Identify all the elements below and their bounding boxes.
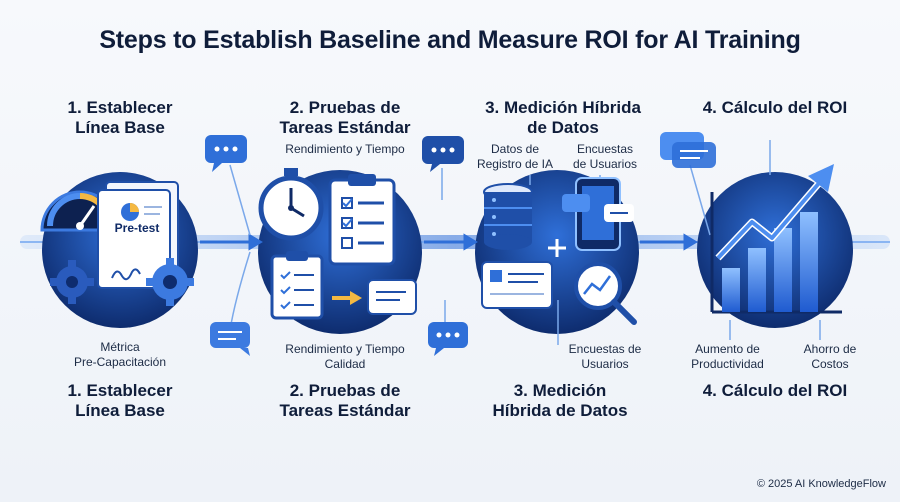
step-3-bottom-caption: Encuestas de Usuarios [555,342,655,372]
step-4-bottom-caption-right: Ahorro de Costos [785,342,875,372]
arrow-right-icon [332,291,362,305]
arrow-1-2 [200,233,263,251]
step-1-top-heading-line-1: 1. Establecer [67,98,173,117]
step-1-bottom-heading-line-2: Línea Base [75,401,165,420]
plus-icon [548,239,566,257]
step-1-top-heading-line-2: Línea Base [75,118,165,137]
step-3-bottom-heading-line-2: Híbrida de Datos [492,401,628,420]
step-4-bottom-heading: 4. Cálculo del ROI [702,381,848,400]
pre-test-badge: Pre-test [114,221,160,235]
step-2-top-heading-line-1: 2. Pruebas de [289,98,401,117]
magnifier-chart-icon [574,262,637,325]
page-title: Steps to Establish Baseline and Measure … [99,26,801,54]
step-4-bottom-caption-right-line-1: Ahorro de [803,342,857,356]
trend-arrow-icon [715,164,834,261]
step-1-top-heading: 1. Establecer Línea Base [50,98,190,138]
step-2-bottom-heading-line-2: Tareas Estándar [279,401,411,420]
bar-chart-icon [710,192,842,314]
gear-icon [50,260,94,304]
step-1-bottom-caption: Métrica Pre-Capacitación [50,340,190,370]
document-icon [97,181,179,289]
step-3-top-caption-left-line-2: Registro de IA [476,157,554,171]
step-3-top-caption-left-line-1: Datos de [490,142,540,156]
step-3-bottom-heading-line-1: 3. Medición [513,381,607,400]
step-3-top-heading: 3. Medición Híbrida de Datos [478,98,648,138]
step-2-bottom-caption-line-2: Calidad [324,357,366,371]
stopwatch-icon [258,168,324,241]
step-1-bottom-caption-line-2: Pre-Capacitación [73,355,167,369]
small-clipboard-icon [270,251,324,320]
arrow-3-4 [640,233,698,251]
step-4-top-heading: 4. Cálculo del ROI [702,98,848,117]
step-3-top-heading-line-1: 3. Medición Híbrida [485,98,641,117]
step-3-top-caption-right-line-2: de Usuarios [572,157,638,171]
step-2-top-caption: Rendimiento y Tiempo [285,142,405,156]
message-card-icon [367,279,417,315]
step-3-top-caption-right: Encuestas de Usuarios [560,142,650,172]
chat-bubble-icon [205,135,247,172]
step-3-top-heading-line-2: de Datos [527,118,599,137]
step-4-bottom-caption-left: Aumento de Productividad [675,342,780,372]
step-3-top-caption-right-line-1: Encuestas [576,142,634,156]
phone-icon [562,177,634,251]
step-2-bottom-caption-line-1: Rendimiento y Tiempo [285,342,405,356]
step-3-top-caption-left: Datos de Registro de IA [470,142,560,172]
chat-bubble-icon [428,322,468,356]
step-1-bottom-heading: 1. Establecer Línea Base [50,381,190,421]
step-3-bottom-caption-line-2: Usuarios [581,357,629,371]
chat-bubble-icon [660,132,716,168]
step-2-top-heading-line-2: Tareas Estándar [279,118,411,137]
step-3-bottom-heading: 3. Medición Híbrida de Datos [480,381,640,421]
step-2-bottom-caption: Rendimiento y Tiempo Calidad [270,342,420,372]
step-4-bottom-caption-left-line-1: Aumento de [695,342,760,356]
step-3-bottom-caption-line-1: Encuestas de [568,342,642,356]
gear-icon [146,258,194,306]
checklist-clipboard-icon [328,174,396,266]
dashboard-card-icon [481,261,553,309]
step-1-bottom-caption-line-1: Métrica [100,340,140,354]
arrow-2-3 [424,233,478,251]
chat-bubble-icon [422,136,464,172]
database-icon [483,183,533,250]
step-4-bottom-caption-right-line-2: Costos [811,357,849,371]
chat-bubble-icon [210,322,250,356]
step-1-bottom-heading-line-1: 1. Establecer [67,381,173,400]
step-4-bottom-caption-left-line-2: Productividad [691,357,764,371]
step-2-bottom-heading: 2. Pruebas de Tareas Estándar [260,381,430,421]
step-2-top-heading: 2. Pruebas de Tareas Estándar [265,98,425,138]
step-2-bottom-heading-line-1: 2. Pruebas de [289,381,401,400]
copyright-footer: © 2025 AI KnowledgeFlow [756,478,886,490]
